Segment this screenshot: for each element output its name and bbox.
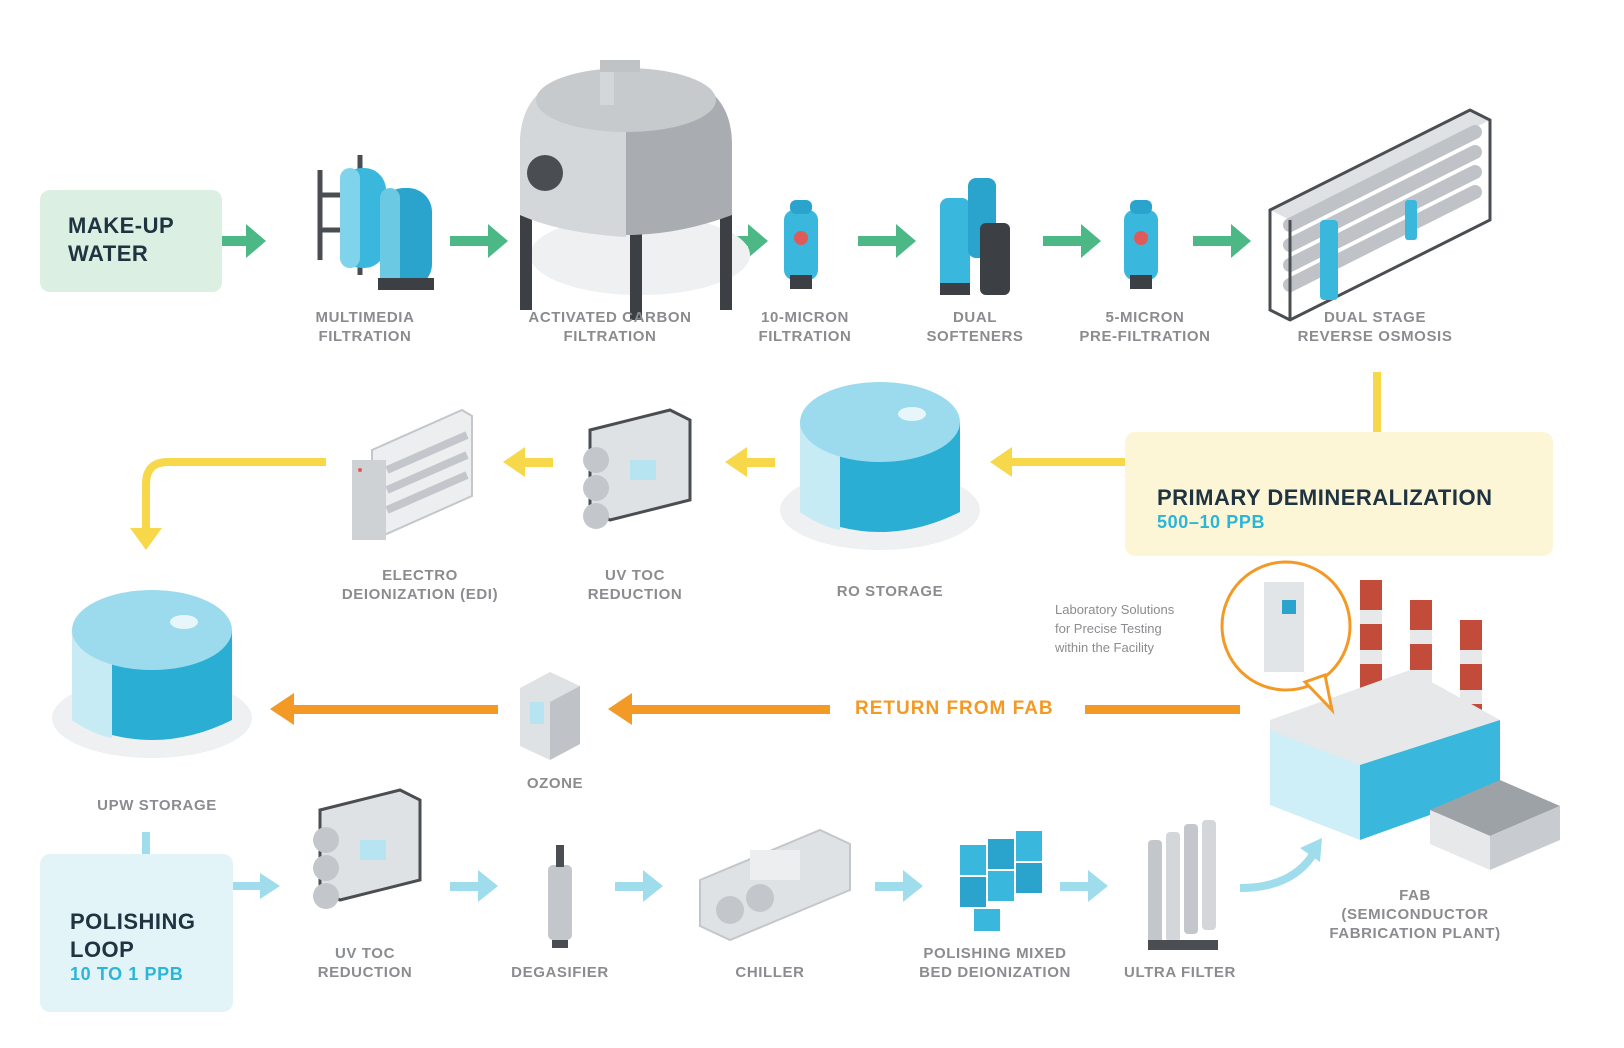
makeup-line2: WATER [68, 241, 149, 266]
edi-rack-icon [352, 408, 473, 540]
makeup-line1: MAKE-UP [68, 213, 175, 238]
primary-demineralization-panel: PRIMARY DEMINERALIZATION 500–10 PPB [1125, 432, 1553, 556]
label-upw-storage: UPW STORAGE [97, 797, 217, 814]
polishing-sub: 10 TO 1 PPB [70, 964, 184, 984]
label-ozone: OZONE [526, 775, 584, 792]
label-degasifier: DEGASIFIER [511, 964, 609, 981]
degasifier-icon [548, 845, 572, 948]
multimedia-filter-icon [317, 155, 434, 290]
polishing-line2: LOOP [70, 937, 135, 962]
mixed-bed-icon [960, 831, 1042, 931]
orange-arrows [270, 693, 1240, 725]
carbon-tank-icon [520, 60, 750, 320]
return-from-fab-label: RETURN FROM FAB [855, 698, 1054, 719]
lab-note: Laboratory Solutions for Precise Testing… [1055, 602, 1175, 655]
cartridge-filter-icon [784, 200, 818, 289]
polishing-loop-panel: POLISHING LOOP 10 TO 1 PPB [40, 854, 233, 1012]
chiller-icon [699, 828, 851, 942]
makeup-water-panel: MAKE-UP WATER [40, 190, 222, 292]
green-arrows [200, 224, 1251, 258]
primary-sub: 500–10 PPB [1157, 512, 1266, 532]
ultra-filter-icon [1148, 820, 1218, 950]
primary-title: PRIMARY DEMINERALIZATION [1157, 485, 1493, 510]
lab-analyzer-icon [1220, 560, 1352, 715]
uv-unit-icon [313, 788, 422, 909]
label-ultra-filter: ULTRA FILTER [1124, 964, 1236, 981]
cartridge-filter-icon [1124, 200, 1158, 289]
storage-tank-icon [780, 382, 980, 550]
storage-tank-icon [52, 590, 252, 758]
label-chiller: CHILLER [735, 964, 805, 981]
fab-plant-icon [1270, 580, 1560, 870]
uv-unit-icon [583, 408, 692, 529]
ozone-cabinet-icon [520, 672, 580, 760]
polishing-line1: POLISHING [70, 909, 196, 934]
softener-icon [940, 178, 1010, 295]
reverse-osmosis-icon [1268, 108, 1492, 322]
label-ro-storage: RO STORAGE [836, 583, 944, 600]
